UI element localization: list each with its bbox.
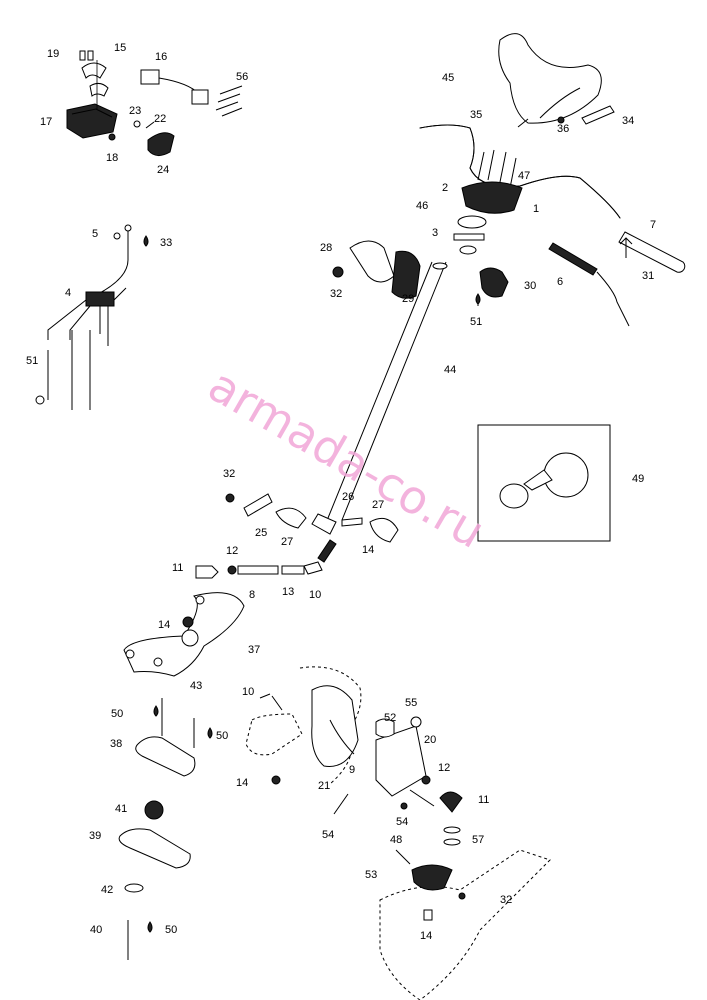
callout-label: 9	[349, 764, 355, 776]
callout-label: 8	[249, 589, 255, 601]
callout-label: 6	[557, 276, 563, 288]
callout-label: 21	[318, 780, 330, 792]
callout-label: 26	[342, 491, 354, 503]
drawing	[35, 33, 686, 1000]
callout-label: 49	[632, 473, 644, 485]
clip-parts	[133, 120, 175, 156]
callout-label: 50	[111, 708, 123, 720]
callout-label: 1	[533, 203, 539, 215]
callout-label: 48	[390, 834, 402, 846]
bar-clamp	[453, 149, 523, 255]
callout-label: 17	[40, 116, 52, 128]
callout-label: 51	[26, 355, 38, 367]
callout-label: 51	[470, 316, 482, 328]
callout-label: 12	[226, 545, 238, 557]
column-clamps	[332, 240, 509, 306]
callout-label: 55	[405, 697, 417, 709]
lubricant-drop-icons	[143, 235, 481, 933]
callout-label: 57	[472, 834, 484, 846]
callout-label: 4	[65, 287, 71, 299]
hand-mitt	[498, 33, 615, 128]
callout-label: 10	[242, 686, 254, 698]
callout-label: 28	[320, 242, 332, 254]
knuckle-assembly	[245, 666, 463, 846]
callout-label: 2	[442, 182, 448, 194]
callout-label: 32	[223, 468, 235, 480]
callout-label: 30	[524, 280, 536, 292]
tie-rod-linkage	[195, 493, 399, 579]
callout-label: 39	[89, 830, 101, 842]
callout-label: 27	[372, 499, 384, 511]
callout-label: 31	[642, 270, 654, 282]
callout-label: 41	[115, 803, 127, 815]
callout-label: 42	[101, 884, 113, 896]
callout-label: 23	[129, 105, 141, 117]
callout-label: 47	[518, 170, 530, 182]
spindle-assembly	[379, 849, 551, 1000]
callout-label: 12	[438, 762, 450, 774]
callout-label: 44	[444, 364, 456, 376]
callout-label: 36	[557, 123, 569, 135]
callout-label: 37	[248, 644, 260, 656]
callout-labels: 19 15 16 56 17 23 22 24 18 45 35 36 34 4…	[26, 42, 656, 942]
callout-label: 15	[114, 42, 126, 54]
callout-label: 52	[384, 712, 396, 724]
callout-label: 7	[650, 219, 656, 231]
detail-inset	[477, 424, 611, 542]
callout-label: 20	[424, 734, 436, 746]
callout-label: 11	[172, 562, 183, 574]
callout-label: 43	[190, 680, 202, 692]
callout-label: 18	[106, 152, 118, 164]
callout-label: 10	[309, 589, 321, 601]
callout-label: 50	[216, 730, 228, 742]
switch-assembly	[66, 50, 118, 141]
steering-arm	[123, 592, 245, 677]
callout-label: 14	[158, 619, 170, 631]
callout-label: 19	[47, 48, 59, 60]
watermark: armada-co.ru	[200, 358, 494, 559]
callout-label: 53	[365, 869, 377, 881]
callout-label: 5	[92, 228, 98, 240]
callout-label: 56	[236, 71, 248, 83]
connector-cable	[140, 69, 243, 117]
callout-label: 14	[236, 777, 248, 789]
callout-label: 32	[330, 288, 342, 300]
callout-label: 22	[154, 113, 166, 125]
throttle-cable	[35, 224, 132, 410]
callout-label: 46	[416, 200, 428, 212]
callout-label: 25	[255, 527, 267, 539]
callout-label: 32	[500, 894, 512, 906]
callout-label: 11	[478, 794, 489, 806]
callout-label: 50	[165, 924, 177, 936]
callout-label: 40	[90, 924, 102, 936]
callout-label: 38	[110, 738, 122, 750]
callout-label: 13	[282, 586, 294, 598]
callout-label: 54	[396, 816, 408, 828]
callout-label: 3	[432, 227, 438, 239]
callout-label: 24	[157, 164, 169, 176]
callout-label: 35	[470, 109, 482, 121]
lower-column-parts	[118, 698, 196, 960]
callout-label: 16	[155, 51, 167, 63]
callout-label: 27	[281, 536, 293, 548]
callout-label: 14	[420, 930, 432, 942]
callout-label: 45	[442, 72, 454, 84]
callout-label: 34	[622, 115, 634, 127]
callout-label: 33	[160, 237, 172, 249]
callout-label: 29	[402, 293, 414, 305]
callout-label: 54	[322, 829, 334, 841]
callout-label: 14	[362, 544, 374, 556]
